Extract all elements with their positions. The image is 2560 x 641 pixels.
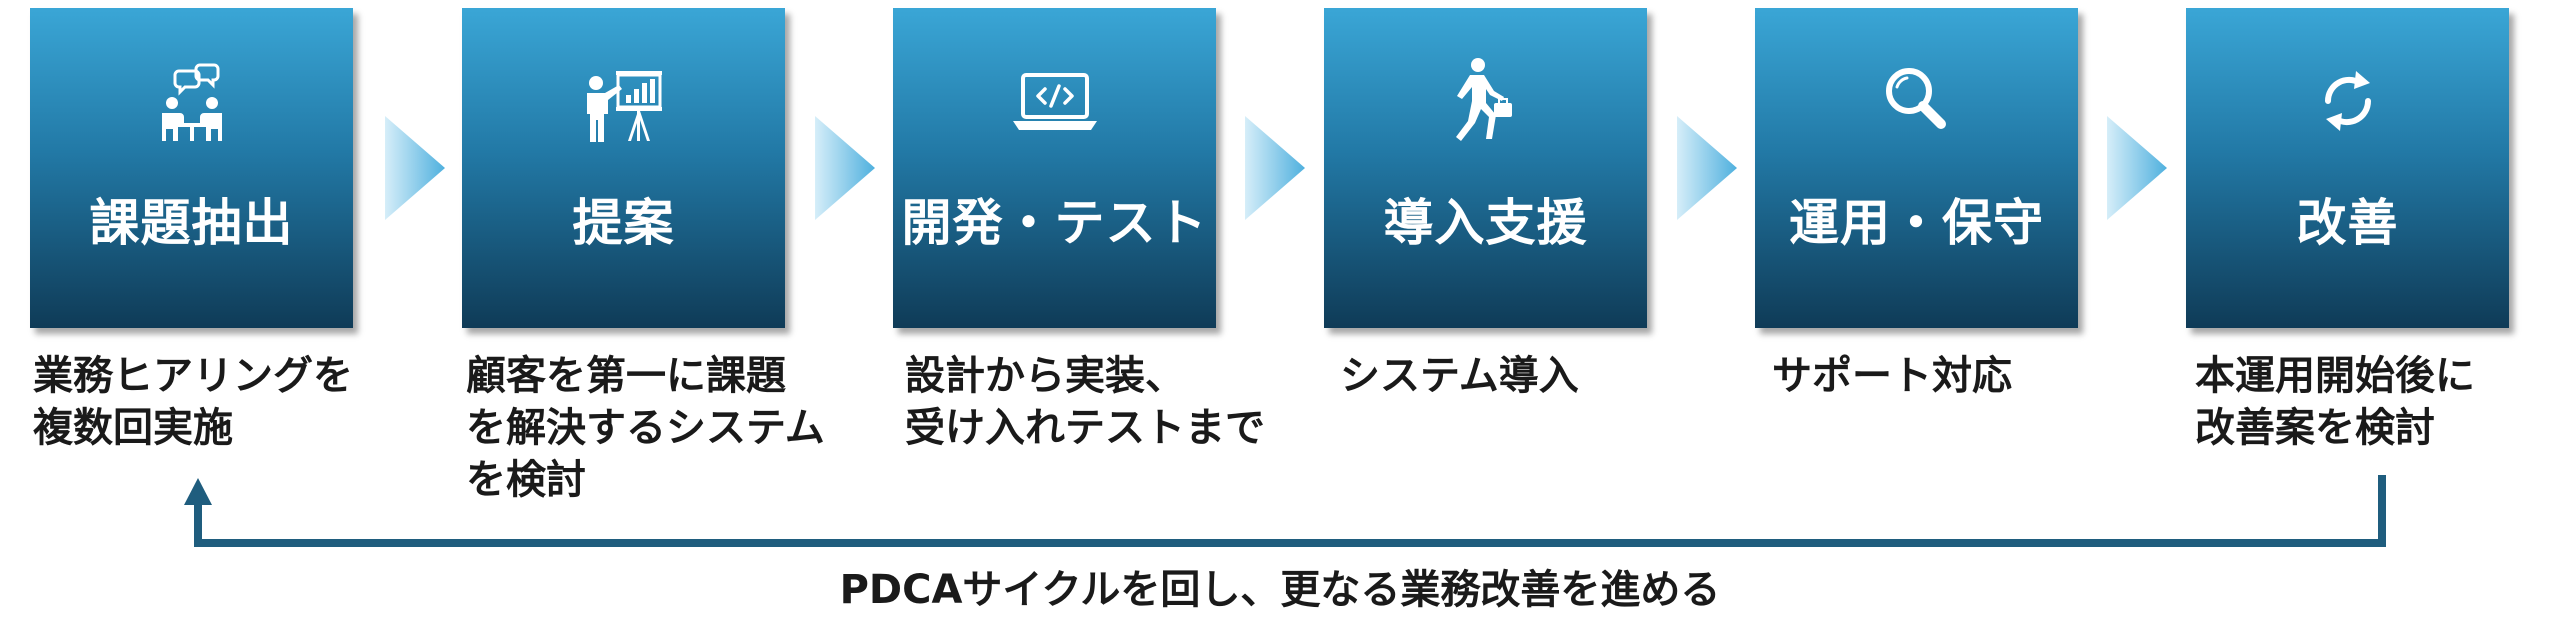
step-box-issue-extraction: 課題抽出 (30, 8, 353, 328)
step-description: 本運用開始後に 改善案を検討 (2195, 353, 2475, 451)
magnifier-icon (1867, 53, 1967, 153)
meeting-icon (142, 53, 242, 153)
step-description: サポート対応 (1772, 353, 2012, 399)
step-title: 提案 (572, 194, 675, 252)
laptop-code-icon (1005, 53, 1105, 153)
chevron-right-icon (385, 116, 445, 220)
refresh-icon (2298, 53, 2398, 153)
step-title: 導入支援 (1383, 194, 1588, 252)
chevron-right-icon (1245, 116, 1305, 220)
step-description: 業務ヒアリングを 複数回実施 (33, 353, 353, 451)
step-description: システム導入 (1340, 353, 1579, 399)
chevron-right-icon (815, 116, 875, 220)
step-title: 課題抽出 (89, 194, 294, 252)
step-description: 設計から実装、 受け入れテストまで (905, 353, 1265, 451)
step-description: 顧客を第一に課題 を解決するシステム を検討 (466, 353, 825, 503)
chevron-right-icon (2107, 116, 2167, 220)
chevron-right-icon (1677, 116, 1737, 220)
step-title: 開発・テスト (901, 194, 1208, 252)
step-box-proposal: 提案 (462, 8, 785, 328)
step-box-improvement: 改善 (2186, 8, 2509, 328)
step-title: 運用・保守 (1789, 194, 2044, 252)
presentation-icon (574, 53, 674, 153)
step-box-operation-maintenance: 運用・保守 (1755, 8, 2078, 328)
businessman-walking-icon (1436, 53, 1536, 153)
step-box-development-test: 開発・テスト (893, 8, 1216, 328)
arrow-up-icon (184, 478, 212, 505)
cycle-caption: PDCAサイクルを回し、更なる業務改善を進める (839, 567, 1721, 613)
step-box-implementation-support: 導入支援 (1324, 8, 1647, 328)
step-title: 改善 (2296, 194, 2399, 252)
